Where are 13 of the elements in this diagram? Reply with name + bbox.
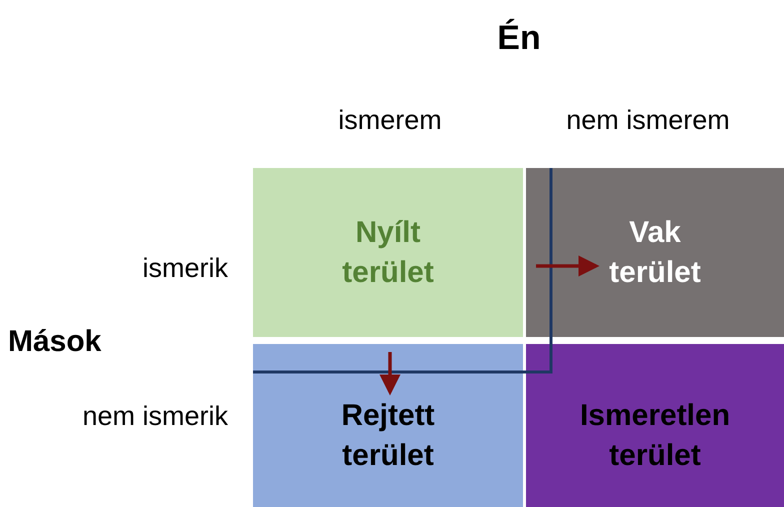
row-header: ismerik bbox=[142, 252, 228, 284]
axis-title: Mások bbox=[8, 326, 102, 358]
quadrant-title: Nyílt terület bbox=[341, 214, 435, 290]
quadrant-title: Ismeretlen terület bbox=[580, 398, 730, 474]
column-header: ismerem bbox=[338, 104, 442, 136]
quadrant-panel bbox=[526, 344, 784, 507]
quadrant-panel bbox=[253, 344, 523, 507]
column-header: nem ismerem bbox=[566, 104, 730, 136]
quadrant-panel bbox=[253, 168, 523, 337]
row-header: nem ismerik bbox=[82, 400, 228, 432]
quadrant-title: Vak terület bbox=[608, 214, 702, 290]
quadrant-panel bbox=[526, 168, 784, 337]
quadrant-title: Rejtett terület bbox=[340, 398, 436, 474]
